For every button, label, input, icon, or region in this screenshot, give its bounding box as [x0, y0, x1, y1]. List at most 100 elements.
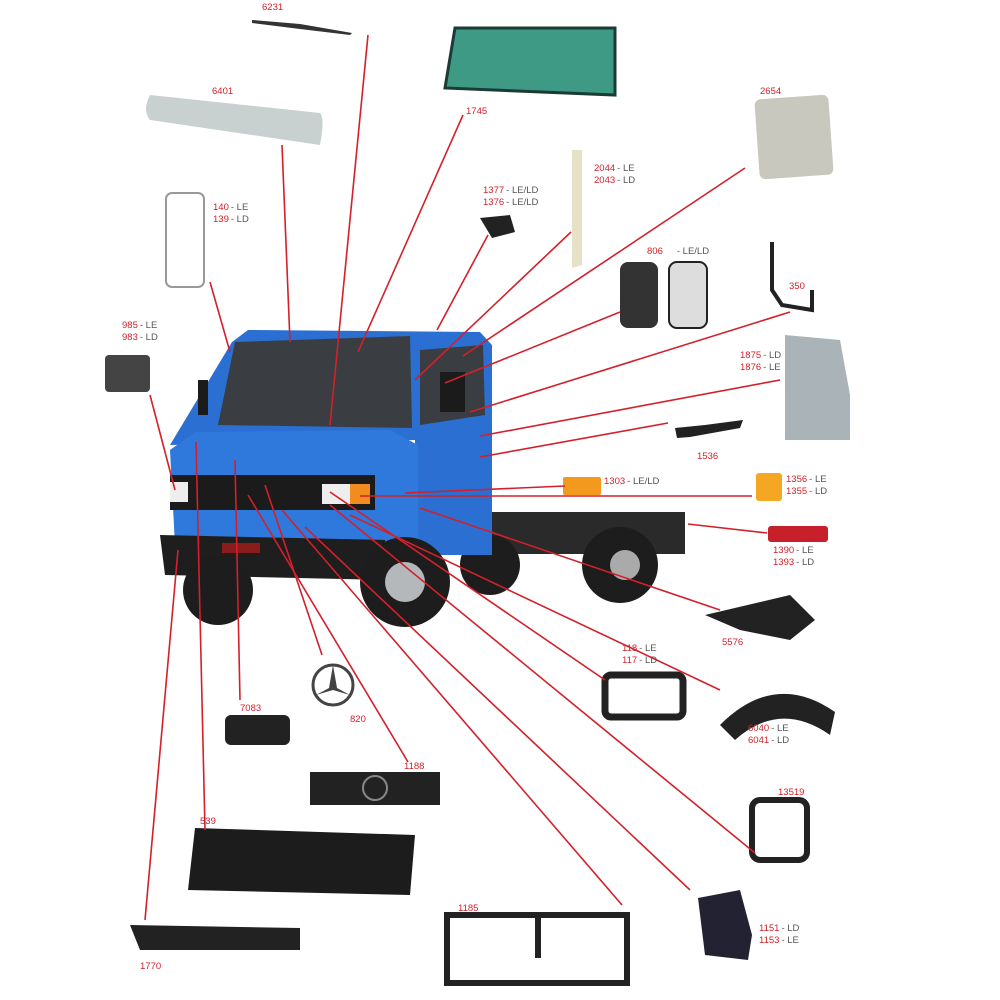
part-number-line: 1153- LE	[759, 935, 799, 947]
side-mirror-small-part	[165, 192, 205, 288]
pillar-trim-part	[572, 150, 582, 268]
side-designation: - LE	[639, 643, 657, 654]
part-number-line: 1876- LE	[740, 362, 781, 374]
washer-tank-part	[225, 715, 290, 745]
part-code: 1303	[604, 476, 626, 487]
fender-part	[720, 693, 835, 740]
part-number-line: 139- LD	[213, 214, 249, 226]
part-number-line: 1875- LD	[740, 350, 781, 362]
part-code: 13519	[778, 787, 805, 798]
side-designation: - LE	[781, 935, 799, 946]
part-number-line: 1745	[466, 106, 487, 118]
hood-part	[188, 828, 415, 895]
part-number-line: 1356- LE	[786, 474, 827, 486]
part-code: 1875	[740, 350, 762, 361]
part-code: 983	[122, 332, 138, 343]
part-number-line: 118- LE	[622, 643, 657, 655]
side-designation: - LE	[763, 362, 781, 373]
side-marker-part	[563, 477, 601, 495]
part-number-line: 350	[789, 281, 805, 293]
headlamp-part	[105, 355, 150, 392]
mirror-arm-part	[770, 242, 814, 313]
side-designation: - LE/LD	[676, 246, 710, 257]
side-designation: - LE	[139, 320, 158, 331]
callout-side-marker: 1303- LE/LD	[604, 476, 659, 488]
part-number-line: 820	[350, 714, 366, 726]
part-code: 6231	[262, 2, 284, 13]
part-code: 806	[647, 246, 663, 257]
emblem-part	[311, 663, 355, 707]
part-code: 117	[622, 655, 638, 666]
part-number-line: 539	[200, 816, 216, 828]
part-number-line: 1303- LE/LD	[604, 476, 659, 488]
part-number-line: 1393- LD	[773, 557, 814, 569]
part-number-line: 2043- LD	[594, 175, 635, 187]
part-code: 1536	[697, 451, 719, 462]
part-code: 5576	[722, 637, 744, 648]
fan-shroud-part	[749, 797, 810, 863]
callout-rear-glass: 2654	[760, 86, 781, 98]
part-code: 1770	[140, 961, 162, 972]
side-designation: - LE	[230, 202, 249, 213]
side-designation: - LE	[771, 723, 789, 734]
part-number-line: 1188	[404, 761, 424, 773]
side-designation: - LE	[809, 474, 827, 485]
part-code: 820	[350, 714, 366, 725]
part-number-line: 6401	[212, 86, 233, 98]
part-code: 1153	[759, 935, 780, 946]
side-designation: - LD	[639, 655, 658, 666]
turn-signal-part	[756, 473, 782, 501]
part-number-line: 6041- LD	[748, 735, 789, 747]
step-part	[705, 595, 815, 640]
side-designation: - LD	[809, 486, 828, 497]
sun-visor-part	[146, 95, 323, 145]
side-designation: - LD	[617, 175, 636, 186]
callout-washer-tank: 7083	[240, 703, 261, 715]
bumper-part	[130, 925, 300, 950]
part-number-line: 2654	[760, 86, 781, 98]
part-number-line: 13519	[778, 787, 804, 799]
part-code: 1393	[773, 557, 795, 568]
part-number-line: 1376- LE/LD	[483, 197, 538, 209]
part-number-line: 1536	[697, 451, 718, 463]
part-code: 1151	[759, 923, 780, 934]
part-number-line: 6231	[262, 2, 283, 14]
part-number-line: 1390- LE	[773, 545, 814, 557]
callout-wiper: 6231	[262, 2, 283, 14]
part-code: 2654	[760, 86, 782, 97]
tail-lamp-part	[768, 526, 828, 542]
part-code: 6401	[212, 86, 234, 97]
side-designation: - LD	[763, 350, 782, 361]
side-designation: - LE/LD	[506, 197, 539, 208]
side-designation: - LD	[139, 332, 158, 343]
callout-front-panel: 1185	[458, 903, 478, 915]
part-code: 1876	[740, 362, 762, 373]
part-number-line: 1770	[140, 961, 161, 973]
callout-emblem: 820	[350, 714, 366, 726]
callout-grille: 1188	[404, 761, 424, 773]
part-number-line: 1377- LE/LD	[483, 185, 538, 197]
part-code: 350	[789, 281, 805, 292]
part-number-line: 7083	[240, 703, 261, 715]
part-code: 1355	[786, 486, 808, 497]
part-code: 539	[200, 816, 216, 827]
part-code: 1185	[458, 903, 479, 914]
callout-mirror: 806 - LE/LD	[647, 246, 709, 258]
front-panel-part	[444, 912, 630, 986]
part-number-line: 117- LD	[622, 655, 657, 667]
grille-part	[310, 772, 440, 805]
side-designation: - LE/LD	[506, 185, 539, 196]
part-number-line: 6040- LE	[748, 723, 789, 735]
part-code: 2044	[594, 163, 616, 174]
callout-bumper: 1770	[140, 961, 161, 973]
part-code: 1390	[773, 545, 795, 556]
part-code: 139	[213, 214, 229, 225]
callout-mirror-arm: 350	[789, 281, 805, 293]
part-number-line: 1185	[458, 903, 478, 915]
